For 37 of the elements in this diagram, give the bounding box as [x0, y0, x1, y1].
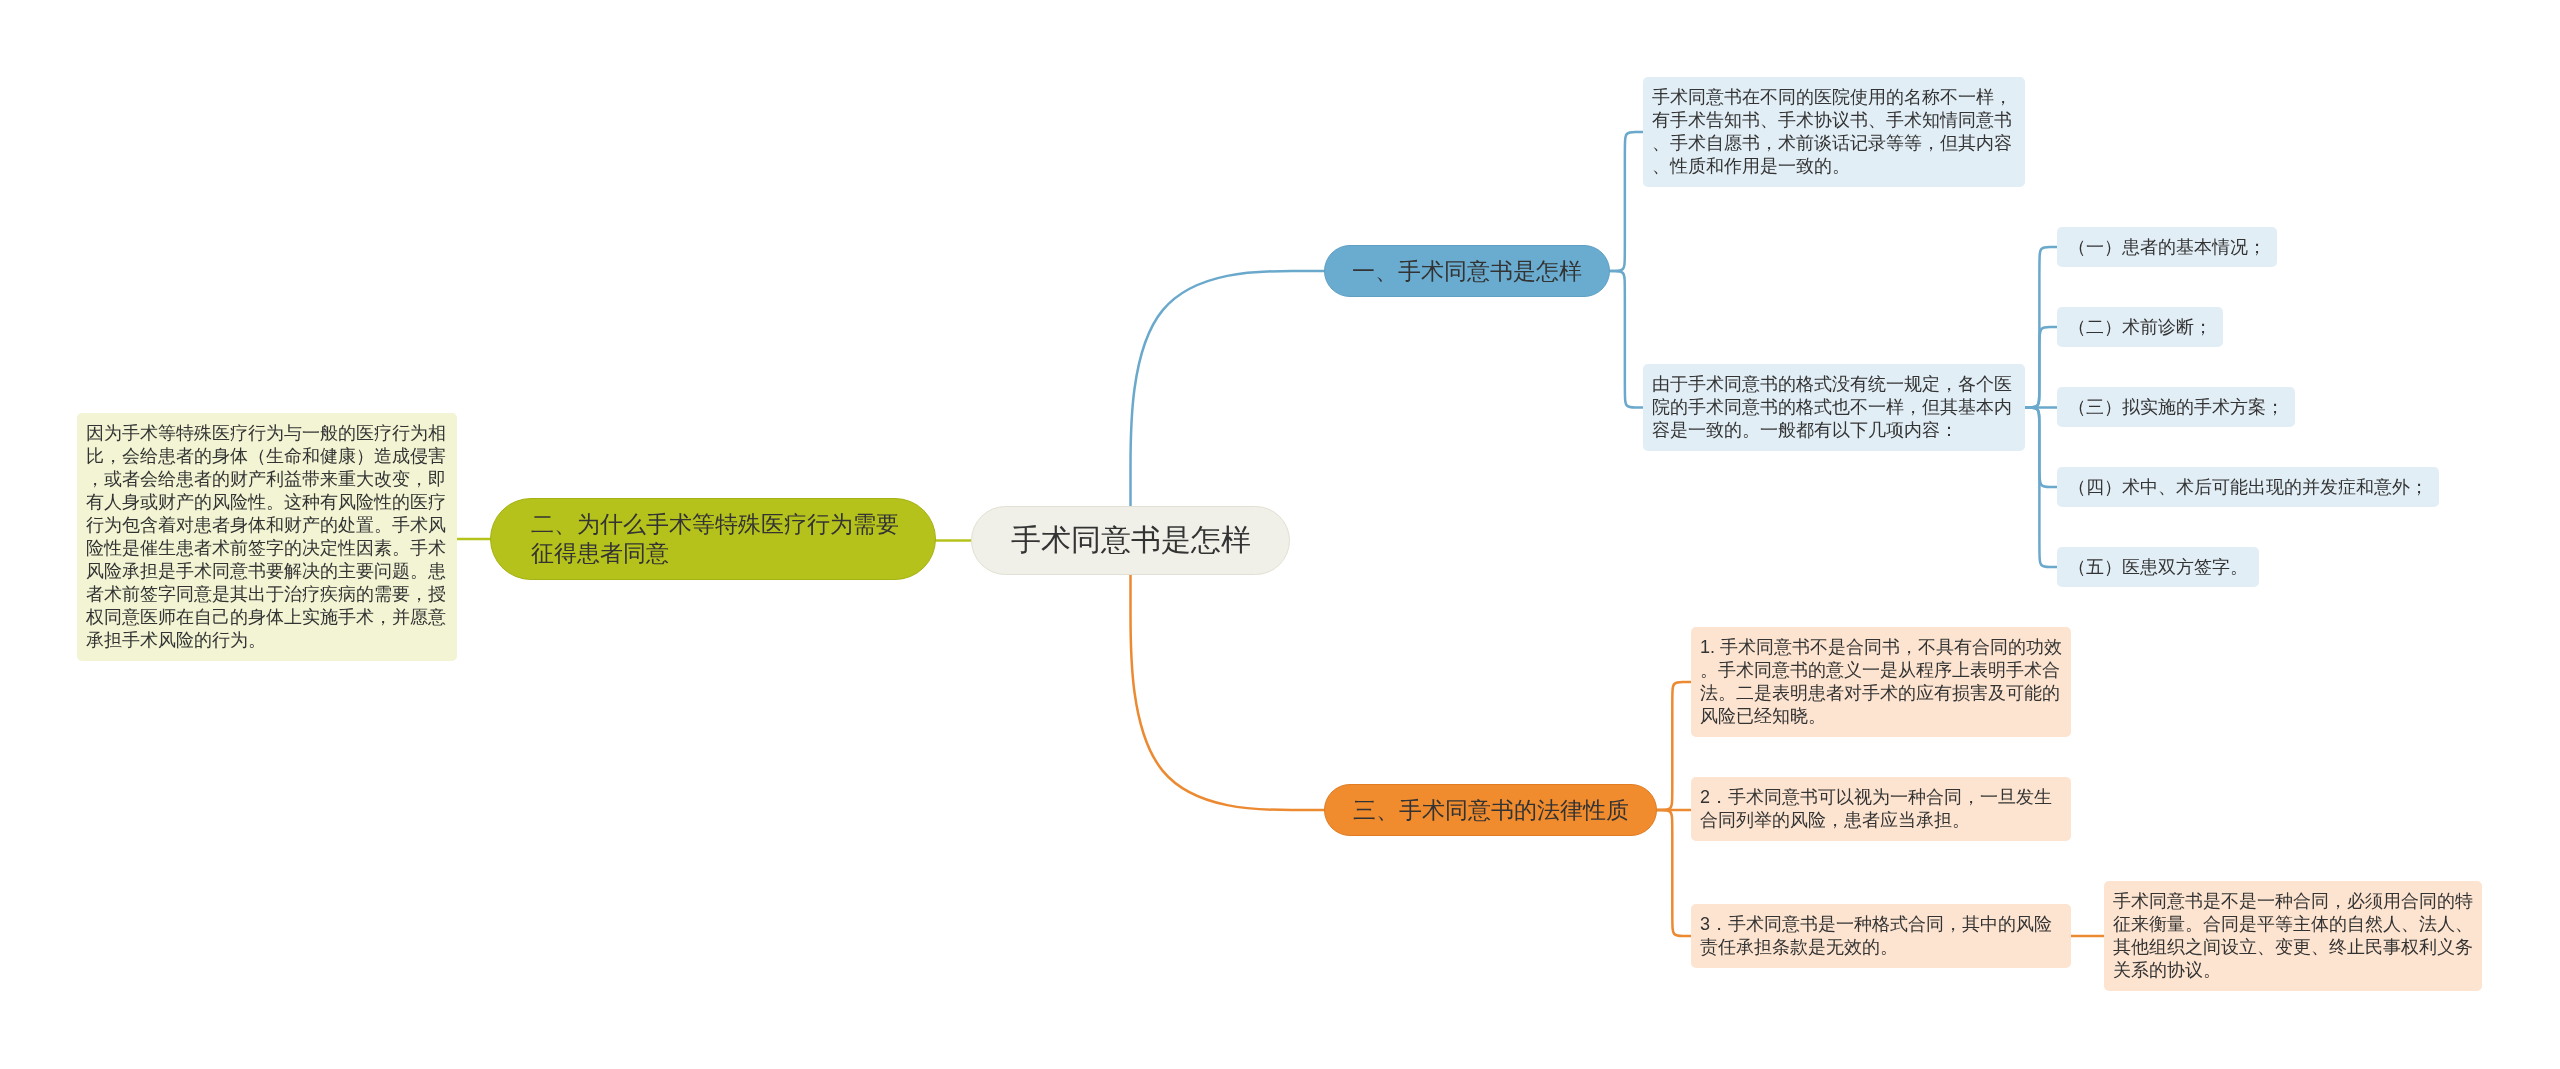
subtopic-card — [2057, 227, 2277, 267]
connector-line — [934, 539, 973, 542]
main-topic-text: 一、手术同意书是怎样 — [1352, 256, 1582, 286]
connector-line — [455, 537, 492, 541]
main-topic — [1324, 245, 1610, 297]
connector-line — [2023, 406, 2059, 569]
list-item-text: （三）拟实施的手术方案； — [2068, 395, 2284, 419]
subtopic-card — [1691, 904, 2071, 968]
subtopic-card — [2057, 307, 2223, 347]
main-topic — [1324, 784, 1657, 836]
note-text: 3．手术同意书是一种格式合同，其中的风险责任承担条款是无效的。 — [1700, 913, 2053, 959]
subtopic-card — [1691, 777, 2071, 841]
list-item-text: （五）医患双方签字。 — [2068, 555, 2248, 579]
subtopic-card — [1643, 364, 2025, 451]
central-topic-text: 手术同意书是怎样 — [1010, 522, 1251, 558]
subtopic-card — [2057, 467, 2439, 507]
subtopic-card — [2104, 881, 2482, 991]
connector-line — [1608, 269, 1645, 409]
note-text: 由于手术同意书的格式没有统一规定，各个医院的手术同意书的格式也不一样，但其基本内容是一致的。一般都有以下几项内容： — [1652, 373, 2013, 442]
connector-line — [1129, 269, 1326, 508]
note-text: 2．手术同意书可以视为一种合同，一旦发生合同列举的风险，患者应当承担。 — [1700, 786, 2053, 832]
connector-line — [1655, 808, 1693, 938]
list-item-text: （四）术中、术后可能出现的并发症和意外； — [2068, 475, 2428, 499]
main-topic-text: 二、为什么手术等特殊医疗行为需要征得患者同意 — [531, 510, 899, 568]
note-text: 手术同意书在不同的医院使用的名称不一样，有手术告知书、手术协议书、手术知情同意书、手术自愿书，术前谈话记录等等，但其内容、性质和作用是一致的。 — [1652, 86, 2013, 178]
subtopic-card — [2057, 547, 2259, 587]
connector-line — [2069, 934, 2106, 938]
subtopic-card — [1691, 627, 2071, 737]
list-item-text: （二）术前诊断； — [2068, 315, 2212, 339]
subtopic-card — [2057, 387, 2295, 427]
note-text: 1. 手术同意书不是合同书，不具有合同的功效。手术同意书的意义一是从程序上表明手术合法。二是表明患者对手术的应有损害及可能的风险已经知晓。 — [1700, 636, 2062, 728]
subtopic-card — [1643, 77, 2025, 187]
connector-line — [1129, 573, 1326, 812]
list-item-text: （一）患者的基本情况； — [2068, 235, 2266, 259]
note-text: 因为手术等特殊医疗行为与一般的医疗行为相比，会给患者的身体（生命和健康）造成侵害，或者会给患者的财产利益带来重大改变，即有人身或财产的风险性。这种有风险性的医疗行为包含着对患者身体和财产的处置。手术风险性是催生患者术前签字的决定性因素。手术风险承担是手术同意书要解决的主要问题。患者术前签字同意是其出于治疗疾病的需要，授权同意医师在自己的身体上实施手术，并愿意承担手术风险的行为。 — [86, 422, 447, 652]
main-topic-text: 三、手术同意书的法律性质 — [1352, 795, 1629, 825]
note-text: 手术同意书是不是一种合同，必须用合同的特征来衡量。合同是平等主体的自然人、法人、其他组织之间设立、变更、终止民事权利义务关系的协议。 — [2113, 890, 2473, 982]
